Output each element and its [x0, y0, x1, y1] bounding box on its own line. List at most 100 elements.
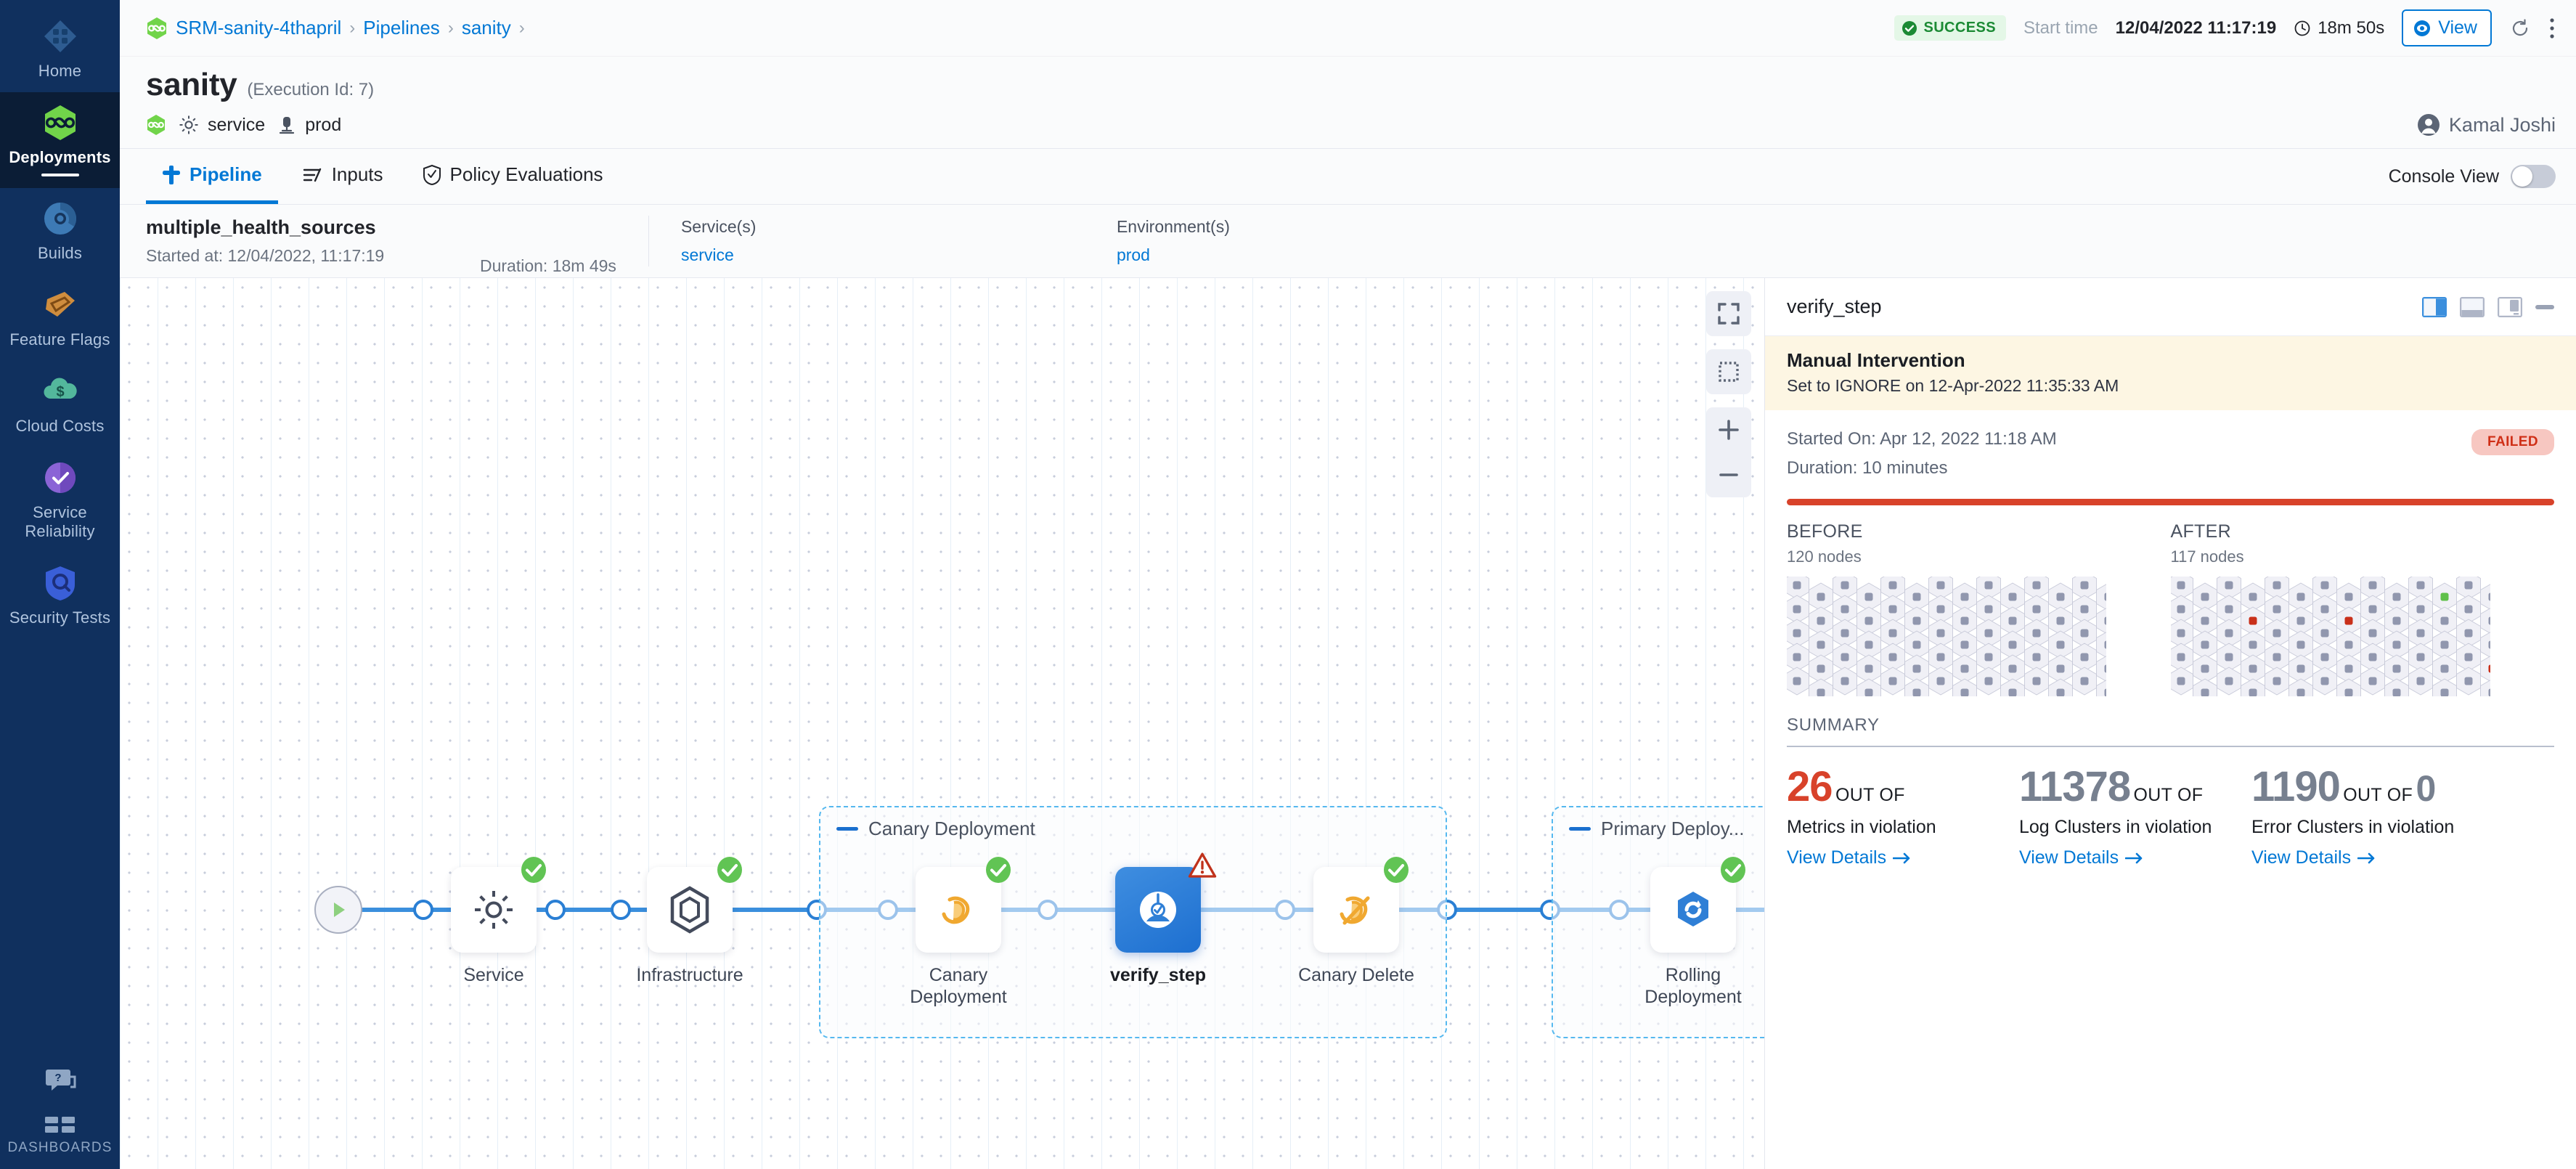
- summary-description: Error Clusters in violation: [2251, 817, 2455, 837]
- environment-chip: prod: [277, 114, 341, 136]
- check-circle-icon: [521, 857, 546, 883]
- tab-pipeline[interactable]: Pipeline: [146, 149, 278, 204]
- sidebar-item-deployments[interactable]: Deployments: [0, 92, 120, 188]
- zoom-out-button[interactable]: [1706, 452, 1751, 497]
- after-column: AFTER 117 nodes: [2170, 521, 2555, 696]
- node-box[interactable]: [1650, 857, 1745, 953]
- services-value[interactable]: service: [680, 245, 734, 264]
- bottom-view-icon[interactable]: [2460, 296, 2485, 317]
- user-chip[interactable]: Kamal Joshi: [2417, 113, 2556, 137]
- view-details-link[interactable]: View Details: [2251, 847, 2376, 868]
- summary-out-of: OUT OF: [2133, 785, 2204, 805]
- view-details-link[interactable]: View Details: [1787, 847, 1912, 868]
- view-details-label: View Details: [2019, 847, 2119, 868]
- pipeline-node-verify-step[interactable]: verify_step: [1089, 852, 1227, 986]
- stage-duration: Duration: 18m 49s: [480, 256, 616, 275]
- summary-card-metrics: 26 OUT OF Metrics in violation View Deta…: [1787, 766, 2019, 868]
- sidebar-item-service-reliability[interactable]: Service Reliability: [0, 447, 120, 553]
- pipeline-node-canary-deployment[interactable]: Canary Deployment: [889, 857, 1027, 1008]
- node-box[interactable]: [1115, 852, 1217, 953]
- start-time-label: Start time: [2023, 17, 2098, 38]
- node-box[interactable]: [916, 857, 1011, 953]
- status-badge-success: [1719, 855, 1748, 884]
- breadcrumb-pipeline-name[interactable]: sanity: [461, 17, 511, 38]
- refresh-icon: [2512, 18, 2528, 36]
- view-button[interactable]: View: [2402, 9, 2492, 46]
- console-view-label: Console View: [2388, 166, 2499, 187]
- help-button[interactable]: ?: [0, 1055, 120, 1106]
- sidebar-item-cloud-costs[interactable]: $ Cloud Costs: [0, 361, 120, 447]
- top-bar: SRM-sanity-4thapril › Pipelines › sanity…: [120, 0, 2576, 57]
- before-nodes: 120 nodes: [1787, 547, 1862, 566]
- breadcrumb-project[interactable]: SRM-sanity-4thapril: [176, 17, 342, 38]
- right-view-icon[interactable]: [2498, 296, 2522, 317]
- cloud-costs-icon: $: [43, 378, 77, 400]
- summary-value-row: 1190 OUT OF 0: [2251, 766, 2469, 808]
- start-time-value: 12/04/2022 11:17:19: [2115, 17, 2277, 38]
- summary-card-log-clusters: 11378 OUT OF Log Clusters in violation V…: [2019, 766, 2251, 868]
- zoom-in-button[interactable]: [1706, 407, 1751, 452]
- pipeline-node-infrastructure[interactable]: Infrastructure: [621, 857, 759, 986]
- sidebar-item-label: Builds: [37, 244, 83, 262]
- node-box[interactable]: [647, 857, 742, 953]
- tabs-bar: Pipeline Inputs Poli: [120, 148, 2576, 205]
- node-box[interactable]: [1313, 857, 1409, 953]
- tab-inputs[interactable]: Inputs: [285, 149, 399, 204]
- tab-label: Inputs: [331, 163, 383, 185]
- sidebar-item-security-tests[interactable]: Security Tests: [0, 553, 120, 639]
- play-icon: [334, 903, 345, 917]
- gear-icon: [475, 891, 513, 929]
- manual-intervention-subtitle: Set to IGNORE on 12-Apr-2022 11:35:33 AM: [1787, 376, 2119, 395]
- group-label: Primary Deploy...: [1601, 818, 1745, 839]
- collapse-dash-icon[interactable]: [836, 827, 858, 831]
- pipeline-node-service[interactable]: Service: [425, 857, 563, 986]
- summary-out-of: OUT OF: [1835, 785, 1905, 805]
- select-area-button[interactable]: [1706, 349, 1751, 394]
- step-detail-panel: verify_step: [1764, 278, 2576, 1169]
- inputs-icon: [303, 168, 321, 182]
- sidebar-item-label: Feature Flags: [9, 330, 110, 349]
- top-bar-right: SUCCESS Start time 12/04/2022 11:17:19 1…: [1894, 9, 2556, 46]
- deployments-hexagon-icon: [44, 105, 76, 140]
- pipeline-canvas[interactable]: Canary Deployment Primary Deploy...: [120, 278, 1764, 1169]
- summary-value: 26: [1787, 763, 1833, 810]
- view-button-label: View: [2438, 17, 2477, 38]
- clock-icon: [2294, 20, 2310, 36]
- body: Canary Deployment Primary Deploy...: [120, 277, 2576, 1169]
- environments-column: Environment(s) prod: [1117, 217, 1552, 265]
- view-details-link[interactable]: View Details: [2019, 847, 2144, 868]
- console-view-toggle[interactable]: [2511, 165, 2556, 188]
- page-title: sanity: [146, 67, 237, 102]
- node-label: Canary Delete: [1298, 965, 1414, 985]
- more-vertical-icon: [2550, 17, 2554, 38]
- sidebar-item-dashboards[interactable]: DASHBOARDS: [0, 1106, 120, 1169]
- status-badge-success: [519, 855, 548, 884]
- dashboards-grid-icon: [44, 1117, 75, 1133]
- breadcrumb-pipelines[interactable]: Pipelines: [363, 17, 440, 38]
- tab-policy-evaluations[interactable]: Policy Evaluations: [407, 149, 619, 204]
- sidebar-item-feature-flags[interactable]: Feature Flags: [0, 274, 120, 361]
- pipeline-node-canary-delete[interactable]: Canary Delete: [1287, 857, 1425, 986]
- node-box[interactable]: [451, 857, 546, 953]
- check-circle-icon: [1721, 857, 1745, 883]
- collapse-dash-icon[interactable]: [1569, 827, 1591, 831]
- pipeline-start-node[interactable]: [314, 886, 362, 934]
- more-options-button[interactable]: [2548, 17, 2556, 40]
- avatar: [2417, 114, 2440, 136]
- split-view-icon[interactable]: [2422, 296, 2447, 317]
- refresh-button[interactable]: [2509, 17, 2531, 39]
- sidebar-item-home[interactable]: Home: [0, 6, 120, 92]
- user-name: Kamal Joshi: [2448, 113, 2556, 136]
- after-header: AFTER: [2170, 521, 2231, 542]
- view-details-label: View Details: [1787, 847, 1887, 868]
- fit-to-screen-button[interactable]: [1706, 291, 1751, 336]
- arrow-right-icon: [1893, 852, 1910, 863]
- environments-header: Environment(s): [1116, 217, 1230, 236]
- environments-value[interactable]: prod: [1116, 245, 1150, 264]
- minimize-icon[interactable]: [2535, 304, 2554, 309]
- stage-started-at: Started at: 12/04/2022, 11:17:19: [146, 246, 385, 265]
- pipeline-node-rolling-deployment[interactable]: Rolling Deployment: [1624, 857, 1762, 1008]
- group-header: Canary Deployment: [836, 818, 1035, 840]
- detail-body: Started On: Apr 12, 2022 11:18 AM Durati…: [1765, 410, 2576, 1169]
- sidebar-item-builds[interactable]: Builds: [0, 188, 120, 274]
